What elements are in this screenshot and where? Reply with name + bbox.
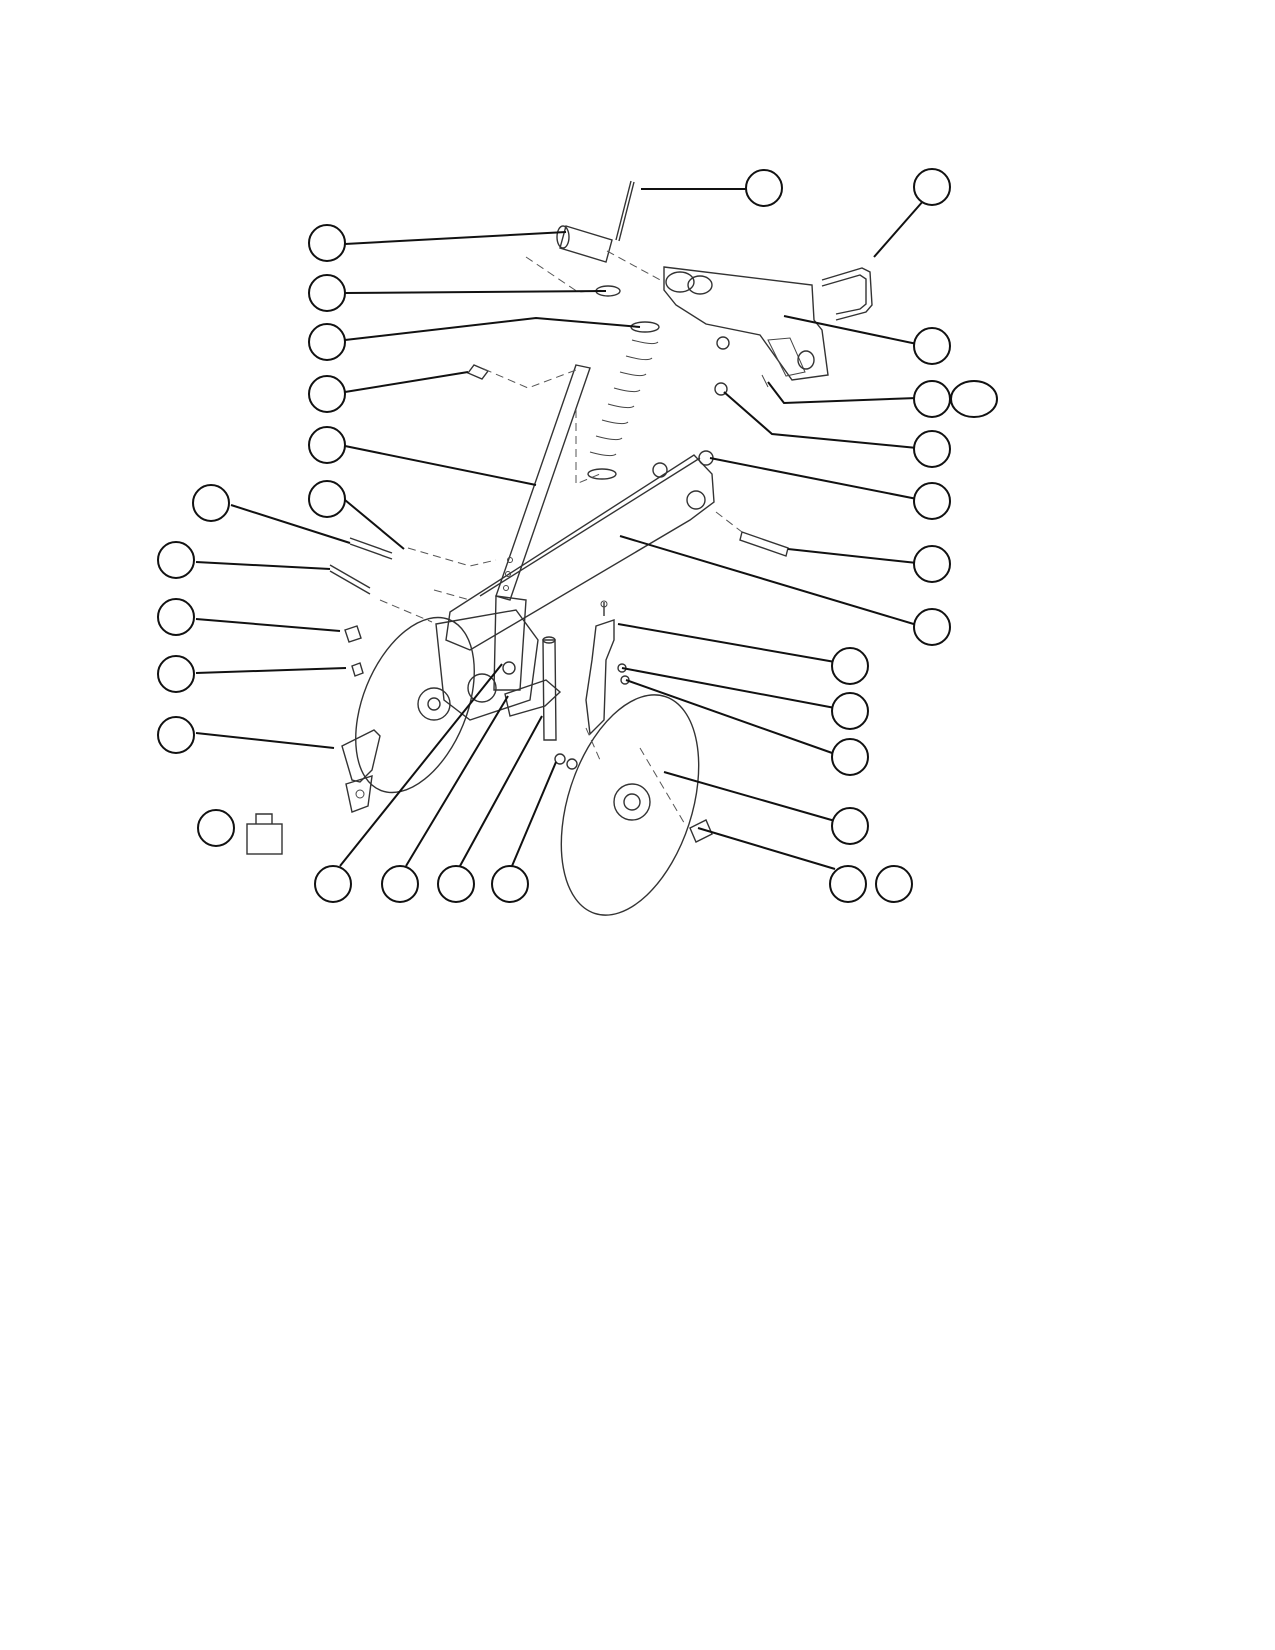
callout-bubble bbox=[491, 865, 529, 903]
callout-bubble bbox=[950, 380, 998, 418]
callout-bubble bbox=[831, 738, 869, 776]
callout-bubble bbox=[192, 484, 230, 522]
cotter-pin bbox=[761, 374, 769, 388]
callout-bubble bbox=[913, 482, 951, 520]
callout-bubble bbox=[308, 274, 346, 312]
callout-bubble bbox=[831, 692, 869, 730]
callout-bubble bbox=[875, 865, 913, 903]
callout-bubble bbox=[308, 375, 346, 413]
callout-bubble bbox=[381, 865, 419, 903]
callout-bubble bbox=[308, 323, 346, 361]
frame-body bbox=[435, 609, 539, 721]
disc-blade-left bbox=[355, 616, 475, 794]
bolt-short bbox=[344, 625, 362, 643]
scraper-right bbox=[585, 600, 630, 736]
bolt-long-2 bbox=[329, 564, 371, 589]
center-post-top bbox=[542, 636, 556, 644]
callout-bubble bbox=[308, 426, 346, 464]
assembly-lines bbox=[379, 250, 743, 827]
callout-bubble bbox=[831, 807, 869, 845]
spacer-washer-2 bbox=[566, 758, 578, 770]
callout-bubble bbox=[308, 224, 346, 262]
bolt-long-1b bbox=[349, 543, 393, 560]
spacer-washer-1 bbox=[554, 753, 566, 765]
center-post bbox=[542, 639, 557, 741]
callout-bubble bbox=[157, 716, 195, 754]
clevis-pin bbox=[466, 364, 490, 380]
callout-bubble bbox=[831, 647, 869, 685]
down-pressure-spring bbox=[587, 321, 660, 480]
nut-center bbox=[502, 661, 516, 675]
shank bbox=[493, 557, 527, 691]
u-bolt bbox=[821, 267, 873, 321]
callout-bubble bbox=[913, 380, 951, 418]
callout-bubble bbox=[157, 598, 195, 636]
callout-bubble bbox=[157, 655, 195, 693]
callout-bubble bbox=[913, 168, 951, 206]
gauge-bracket bbox=[504, 679, 562, 717]
parts-drawing bbox=[246, 180, 873, 916]
bolt-small bbox=[351, 662, 364, 677]
callout-bubble bbox=[437, 865, 475, 903]
callout-bubble bbox=[157, 541, 195, 579]
spring-rod bbox=[495, 364, 591, 601]
pivot-pin-rear bbox=[739, 531, 789, 557]
leader-lines bbox=[195, 188, 925, 870]
callout-bubble bbox=[913, 430, 951, 468]
roll-pin bbox=[615, 180, 635, 242]
bolt-long-1 bbox=[349, 537, 393, 554]
mounting-bracket bbox=[663, 266, 829, 381]
callout-bubble bbox=[197, 809, 235, 847]
callout-bubbles bbox=[157, 168, 998, 903]
pivot-tube bbox=[556, 225, 613, 263]
scraper-left bbox=[341, 729, 381, 813]
callout-bubble bbox=[913, 327, 951, 365]
kit-box-icon bbox=[246, 813, 283, 855]
callout-bubble bbox=[314, 865, 352, 903]
bolt-long-2b bbox=[329, 570, 371, 595]
callout-bubble bbox=[308, 480, 346, 518]
hub-bolt bbox=[689, 819, 713, 843]
callout-bubble bbox=[745, 169, 783, 207]
callout-bubble bbox=[913, 608, 951, 646]
nut-upper bbox=[716, 336, 730, 350]
callout-bubble bbox=[829, 865, 867, 903]
callout-bubble bbox=[913, 545, 951, 583]
parallel-arm bbox=[445, 454, 715, 651]
nut-lower bbox=[714, 382, 728, 396]
disc-blade-right bbox=[560, 694, 700, 916]
